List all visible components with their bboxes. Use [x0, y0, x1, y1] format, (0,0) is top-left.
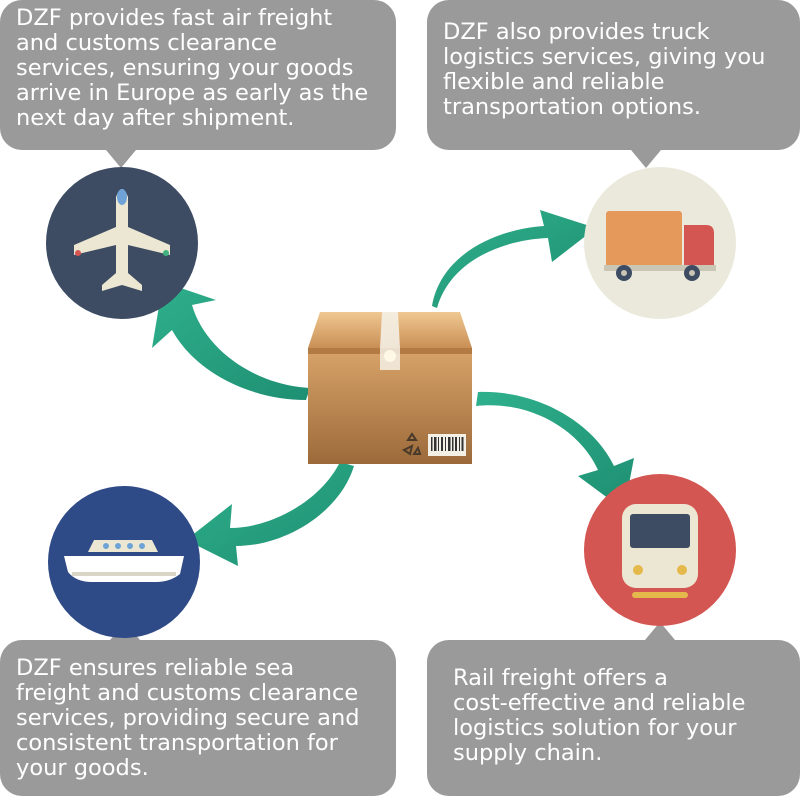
- rail-text-line: cost-effective and reliable: [453, 690, 746, 716]
- air-text-line: and customs clearance: [16, 30, 277, 56]
- bubble-tail: [631, 150, 661, 168]
- truck-icon: [584, 167, 736, 319]
- rail-text-line: supply chain.: [453, 740, 603, 766]
- train-icon: [584, 474, 736, 626]
- sea-text-line: DZF ensures reliable sea: [16, 655, 295, 681]
- sea-text-line: services, providing secure and: [16, 705, 360, 731]
- sea-text-line: freight and customs clearance: [16, 680, 359, 706]
- arrow-to-ship: [186, 462, 354, 566]
- ship-icon: [48, 486, 200, 638]
- truck-text-line: transportation options.: [443, 94, 702, 120]
- arrow-to-truck: [432, 210, 596, 308]
- airplane-icon: [46, 167, 198, 319]
- truck-text-line: flexible and reliable: [443, 69, 665, 95]
- air-text-line: next day after shipment.: [16, 105, 295, 131]
- air-freight-bubble: DZF provides fast air freight and custom…: [0, 0, 396, 168]
- arrow-to-air: [152, 282, 310, 400]
- arrow-to-train: [476, 391, 634, 510]
- sea-text-line: consistent transportation for: [16, 730, 338, 756]
- bubble-tail: [106, 150, 136, 168]
- air-text-line: services, ensuring your goods: [16, 55, 354, 81]
- rail-freight-bubble: Rail freight offers a cost-effective and…: [427, 622, 800, 796]
- rail-text-line: logistics solution for your: [453, 715, 737, 741]
- sea-freight-bubble: DZF ensures reliable sea freight and cus…: [0, 622, 396, 796]
- bubble-tail: [645, 622, 675, 640]
- truck-logistics-bubble: DZF also provides truck logistics servic…: [427, 0, 800, 168]
- air-text-line: arrive in Europe as early as the: [16, 80, 369, 106]
- rail-text-line: Rail freight offers a: [453, 665, 668, 691]
- cardboard-box-icon: [308, 312, 472, 464]
- air-text-line: DZF provides fast air freight: [16, 5, 333, 31]
- truck-text-line: logistics services, giving you: [443, 44, 766, 70]
- truck-text-line: DZF also provides truck: [443, 19, 710, 45]
- sea-text-line: your goods.: [16, 755, 149, 781]
